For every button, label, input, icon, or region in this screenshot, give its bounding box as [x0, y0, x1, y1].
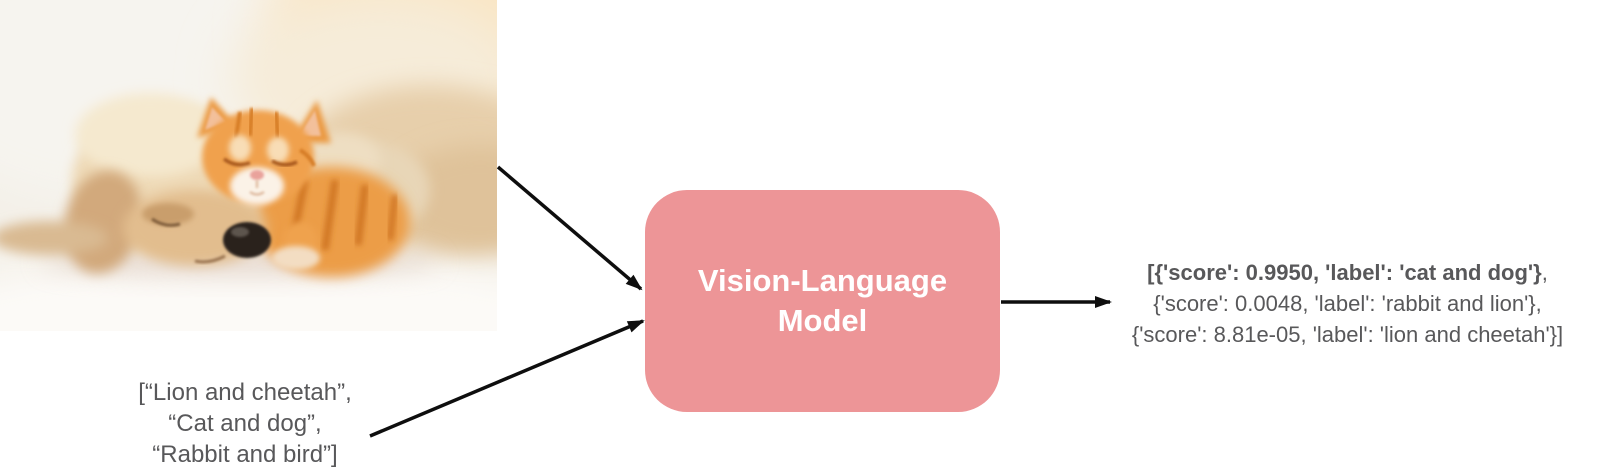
- pets-photo: [0, 0, 497, 331]
- candidate-label-line-2: “Cat and dog”,: [168, 410, 322, 437]
- model-output-text: [{'score': 0.9950, 'label': 'cat and dog…: [1085, 257, 1600, 350]
- candidate-labels-list: [“Lion and cheetah”, “Cat and dog”, “Rab…: [95, 377, 395, 470]
- output-line-2: {'score': 0.0048, 'label': 'rabbit and l…: [1153, 291, 1542, 316]
- pets-photo-illustration: [0, 0, 497, 331]
- output-line-3: {'score': 8.81e-05, 'label': 'lion and c…: [1131, 322, 1564, 347]
- output-line-1-comma: ,: [1541, 260, 1548, 285]
- arrow-image-to-model: [496, 165, 643, 291]
- output-line-1-bold: [{'score': 0.9950, 'label': 'cat and dog…: [1147, 260, 1542, 285]
- candidate-label-line-3: “Rabbit and bird”]: [152, 441, 338, 468]
- model-title-line-2: Model: [777, 303, 868, 338]
- vision-language-model-box: Vision-Language Model: [645, 190, 1000, 412]
- arrow-labels-to-model: [369, 319, 645, 438]
- candidate-label-line-1: [“Lion and cheetah”,: [138, 379, 352, 406]
- model-title-line-1: Vision-Language: [697, 263, 948, 298]
- output-line-1: [{'score': 0.9950, 'label': 'cat and dog…: [1085, 257, 1600, 288]
